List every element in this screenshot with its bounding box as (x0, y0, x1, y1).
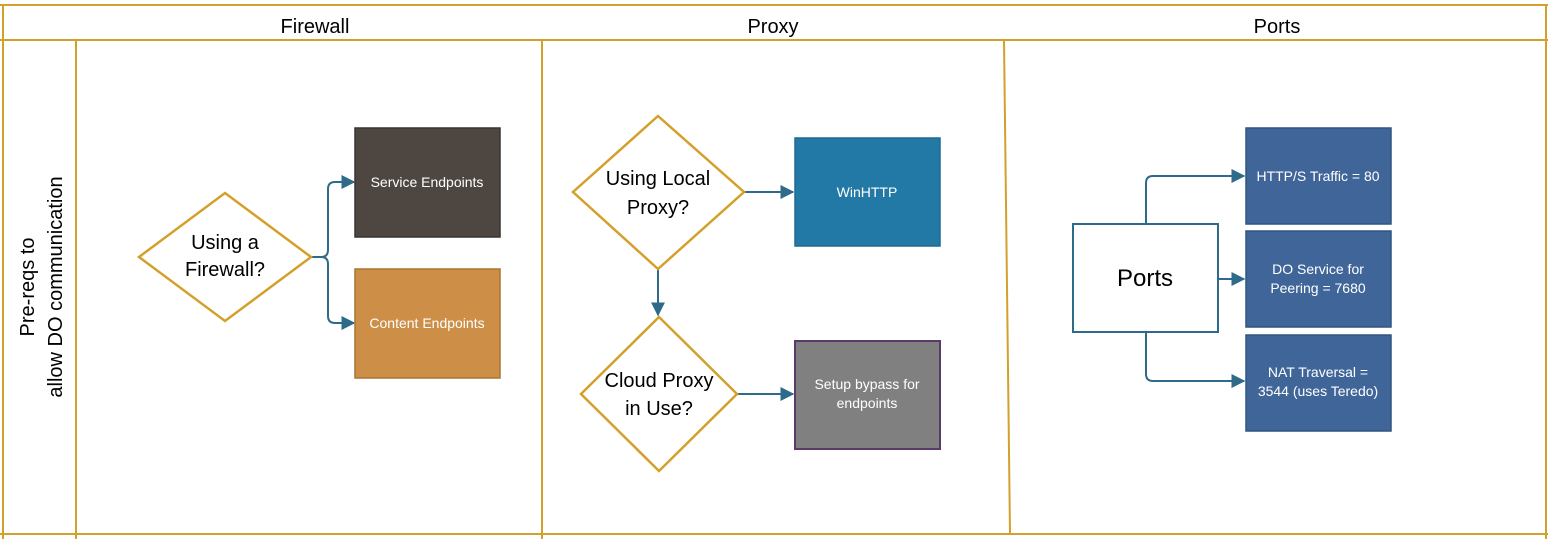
box-service-endpoints: Service Endpoints (354, 127, 501, 238)
content-endpoints-label: Content Endpoints (369, 315, 484, 331)
row-label-line2: allow DO communication (45, 176, 67, 397)
decision-diamond (571, 114, 746, 271)
nat-traversal-label-line1: NAT Traversal = (1268, 364, 1368, 380)
box-content-endpoints: Content Endpoints (354, 268, 501, 379)
decision-label-line2: Proxy? (627, 197, 689, 219)
do-service-rect (1245, 230, 1392, 328)
http-traffic-label: HTTP/S Traffic = 80 (1256, 168, 1379, 184)
proxy-connectors (651, 185, 795, 401)
connector-ports-to-http (1145, 169, 1246, 224)
proxy-ports-divider (1003, 39, 1011, 535)
content-endpoints-rect (354, 268, 501, 379)
row-label: Pre-reqs to allow DO communication (17, 176, 67, 397)
ports-connectors (1145, 169, 1246, 388)
connector-ports-to-nat (1145, 332, 1246, 388)
firewall-connectors (311, 175, 356, 330)
row-label-line1: Pre-reqs to (17, 238, 39, 337)
setup-bypass-label-line2: endpoints (837, 395, 898, 411)
ports-hub-rect (1072, 223, 1219, 333)
column-header-ports: Ports (1254, 16, 1301, 38)
do-service-label-line1: DO Service for (1272, 261, 1364, 277)
decision-diamond (136, 191, 314, 323)
box-winhttp: WinHTTP (794, 137, 941, 247)
ports-hub-label: Ports (1117, 265, 1173, 292)
decision-label-line2: Firewall? (185, 259, 265, 281)
decision-using-local-proxy: Using Local Proxy? (571, 114, 746, 271)
decision-label-line2: in Use? (625, 398, 693, 420)
box-nat-traversal: NAT Traversal = 3544 (uses Teredo) (1245, 334, 1392, 432)
decision-label-line1: Using a (191, 232, 260, 254)
winhttp-rect (794, 137, 941, 247)
winhttp-label: WinHTTP (837, 184, 898, 200)
decision-diamond (579, 315, 739, 473)
decision-using-firewall: Using a Firewall? (136, 191, 314, 323)
box-do-service: DO Service for Peering = 7680 (1245, 230, 1392, 328)
decision-label-line1: Cloud Proxy (605, 370, 714, 392)
nat-traversal-label-line2: 3544 (uses Teredo) (1258, 383, 1378, 399)
setup-bypass-label-line1: Setup bypass for (814, 376, 919, 392)
service-endpoints-rect (354, 127, 501, 238)
connector-firewall-to-service (311, 175, 356, 258)
http-traffic-rect (1245, 127, 1392, 225)
column-header-firewall: Firewall (281, 16, 350, 38)
box-setup-bypass: Setup bypass for endpoints (794, 340, 941, 450)
do-service-label-line2: Peering = 7680 (1270, 280, 1366, 296)
setup-bypass-rect (794, 340, 941, 450)
box-ports-hub: Ports (1072, 223, 1219, 333)
nat-traversal-rect (1245, 334, 1392, 432)
service-endpoints-label: Service Endpoints (371, 174, 484, 190)
column-header-proxy: Proxy (747, 16, 798, 38)
box-http-traffic: HTTP/S Traffic = 80 (1245, 127, 1392, 225)
decision-cloud-proxy: Cloud Proxy in Use? (579, 315, 739, 473)
swimlane-frame (0, 4, 1548, 539)
connector-firewall-to-content (311, 256, 356, 330)
decision-label-line1: Using Local (606, 168, 711, 190)
